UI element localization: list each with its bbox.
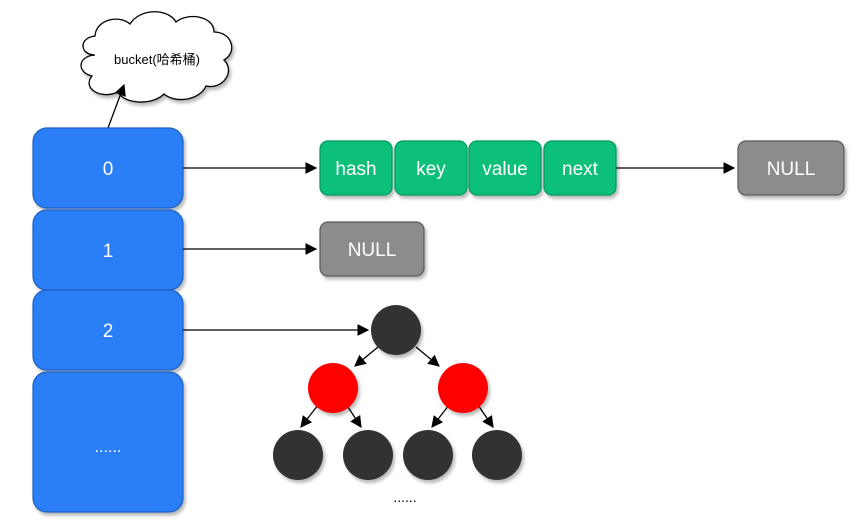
null-label-row-0: NULL <box>767 159 816 180</box>
node-field-next-label: next <box>562 159 599 180</box>
tree-node-leaf-4[interactable] <box>472 430 522 480</box>
node-field-key-label: key <box>416 159 446 180</box>
bucket-more-label: ...... <box>95 439 122 456</box>
bucket-2-label: 2 <box>103 321 114 342</box>
tree-edge-root-left <box>354 346 379 367</box>
null-box-row-0[interactable]: NULL <box>737 140 845 196</box>
null-box-row-1[interactable]: NULL <box>319 221 425 277</box>
node-field-key[interactable]: key <box>394 140 468 196</box>
red-black-tree: ...... <box>273 305 522 505</box>
bucket-1[interactable]: 1 <box>32 209 184 291</box>
bucket-0-label: 0 <box>103 159 114 180</box>
node-field-next[interactable]: next <box>543 140 617 196</box>
tree-edge-left-leaf1 <box>300 404 319 428</box>
cloud-shape <box>80 11 233 103</box>
tree-edge-root-right <box>415 346 440 367</box>
tree-edge-left-leaf2 <box>347 406 362 428</box>
bucket-1-label: 1 <box>103 241 114 262</box>
tree-ellipsis: ...... <box>393 489 416 505</box>
node-field-value-label: value <box>482 159 527 180</box>
tree-node-root[interactable] <box>371 305 421 355</box>
bucket-0[interactable]: 0 <box>32 127 184 209</box>
bucket-cloud: bucket(哈希桶) <box>80 11 233 103</box>
cloud-label: bucket(哈希桶) <box>114 52 200 67</box>
tree-edge-right-leaf2 <box>477 404 494 428</box>
tree-node-leaf-2[interactable] <box>343 430 393 480</box>
tree-node-leaf-1[interactable] <box>273 430 323 480</box>
bucket-more[interactable]: ...... <box>32 371 184 513</box>
tree-edge-right-leaf1 <box>431 404 450 428</box>
tree-node-leaf-3[interactable] <box>403 430 453 480</box>
tree-node-right-red[interactable] <box>438 363 488 413</box>
bucket-array: 0 1 2 ...... <box>32 127 184 513</box>
tree-node-left-red[interactable] <box>308 363 358 413</box>
node-field-hash-label: hash <box>335 159 376 180</box>
null-label-row-1: NULL <box>348 240 397 261</box>
node-field-value[interactable]: value <box>468 140 542 196</box>
bucket-2[interactable]: 2 <box>32 289 184 371</box>
bucket-to-cloud-arrow <box>107 83 126 129</box>
list-node: hash key value next <box>319 140 617 196</box>
node-field-hash[interactable]: hash <box>319 140 393 196</box>
